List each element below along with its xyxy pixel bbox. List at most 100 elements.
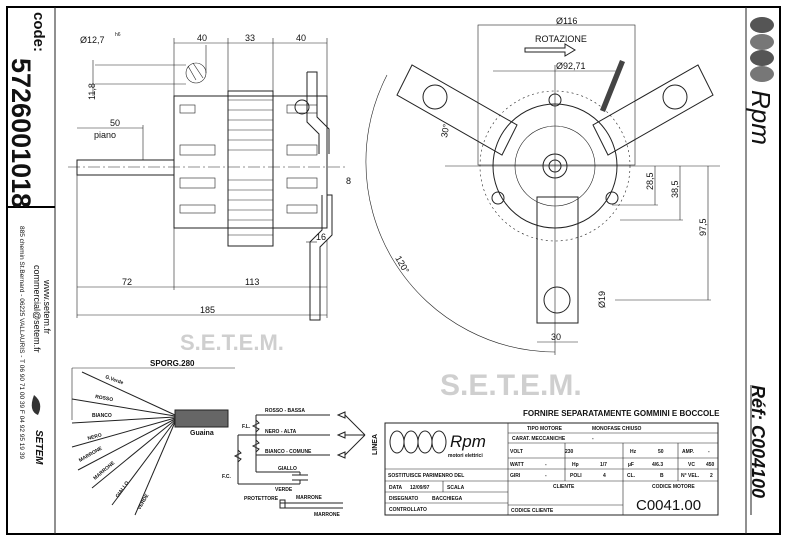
lead-length: SPORG.280	[150, 359, 195, 368]
schematic-prot2: MARRONE	[314, 512, 340, 518]
vc-label: VC	[688, 462, 695, 468]
hz-value: 50	[658, 449, 664, 455]
schematic-aux: F.C.	[222, 474, 232, 480]
code-value: 5726001018	[6, 58, 36, 208]
schematic-field: F.L.	[242, 424, 251, 430]
wiring-diagram: SPORG.280 Guaina G.Verde ROSSO BIANCO NE…	[71, 359, 379, 518]
email: commercial@setem.fr	[32, 265, 42, 353]
left-strip: code: 5726001018 www.setem.fr commercial…	[6, 12, 52, 465]
wire-label: NERO	[87, 432, 103, 442]
rpm-brand: Rpm	[746, 90, 776, 145]
replaces-label: SOSTITUISCE PARIMENRO DEL	[388, 473, 464, 479]
mount-bracket-top	[306, 71, 330, 154]
poles-value: 4	[603, 473, 606, 479]
schematic-protector: PROTETTORE	[244, 496, 279, 502]
schematic-common: BIANCO - COMUNE	[265, 449, 312, 455]
volt-label: VOLT	[510, 449, 523, 455]
rpm-value: -	[545, 473, 547, 479]
wire-label: MARRONE	[78, 445, 104, 463]
motor-body	[173, 95, 328, 229]
setem-brand: SETEM	[33, 430, 44, 465]
dim-body: 113	[245, 277, 259, 287]
dim-front: 40	[197, 33, 207, 43]
title-block: FORNIRE SEPARATAMENTE GOMMINI E BOCCOLE …	[384, 409, 720, 516]
watt-label: WATT	[510, 462, 524, 468]
dim-bracket: 16	[316, 232, 326, 242]
designed-label: DISEGNATO	[389, 496, 418, 502]
title-logo	[389, 430, 447, 454]
mech-label: CARAT. MECCANICHE	[512, 436, 566, 442]
stator-fins	[227, 90, 274, 247]
schematic-low: ROSSO - BASSA	[265, 408, 305, 414]
schematic-lines	[233, 411, 366, 509]
mech-value: -	[592, 436, 594, 442]
motor-code-value: C0041.00	[636, 497, 701, 514]
title-logo-sub: motori elettrici	[448, 453, 483, 459]
arm-left	[396, 64, 518, 156]
setem-logo: SETEM	[31, 395, 44, 465]
hp-value: 1/7	[600, 462, 607, 468]
title-logo-brand: Rpm	[450, 432, 486, 451]
website: www.setem.fr	[42, 279, 52, 334]
dim-shaft: 72	[122, 277, 132, 287]
arm-width: 30	[551, 332, 561, 342]
arm-right	[592, 64, 714, 156]
scale-label: SCALA	[447, 485, 465, 491]
dim-a: 28,5	[645, 172, 655, 190]
dim-rear: 40	[296, 33, 306, 43]
flat-depth: 11,8	[87, 83, 97, 100]
client-label: CLIENTE	[553, 484, 575, 490]
inner-diameter: Ø92,71	[556, 61, 586, 71]
dim-total: 185	[200, 305, 215, 315]
outer-diameter: Ø116	[556, 16, 577, 26]
side-view: Ø12,7 h6 11,8 50 piano 40 33 40 72 113 1…	[68, 32, 351, 321]
uf-value: 4/6.3	[652, 462, 663, 468]
schematic-high: NERO - ALTA	[265, 429, 297, 435]
checked-label: CONTROLLATO	[389, 507, 427, 513]
shaft	[76, 159, 175, 176]
shaft-tolerance: h6	[115, 32, 121, 38]
hp-label: Hp	[572, 462, 579, 468]
rotation-label: ROTAZIONE	[535, 34, 587, 44]
watt-value: -	[545, 462, 547, 468]
watermark: S.E.T.E.M.	[440, 369, 582, 402]
wire-label: G.Verde	[104, 374, 124, 386]
drawing-frame	[6, 6, 781, 535]
motor-type-value: MONOFASE CHIUSO	[592, 426, 642, 432]
arm-bottom	[536, 196, 579, 324]
wire-label: BIANCO	[92, 413, 112, 419]
dim-c: 97,5	[698, 218, 708, 236]
dim-mid: 33	[245, 33, 255, 43]
lead-cable	[600, 60, 625, 112]
hz-label: Hz	[630, 449, 637, 455]
rpm-coil-logo	[750, 17, 774, 82]
client-code-label: CODICE CLIENTE	[511, 508, 554, 514]
mount-bracket-bottom	[309, 194, 333, 321]
schematic-cap2: VERDE	[275, 487, 293, 493]
date-value: 12/09/97	[410, 485, 430, 491]
motor-code-label: CODICE MOTORE	[652, 484, 695, 490]
date-label: DATA	[389, 485, 403, 491]
watermark-2: S.E.T.E.M.	[180, 330, 284, 355]
wire-label: ROSSO	[95, 394, 114, 403]
class-label: CL.	[627, 473, 636, 479]
schematic-cap1: GIALLO	[278, 466, 297, 472]
dim-b: 38,5	[670, 180, 680, 198]
right-strip: Rpm Réf: C004100	[746, 17, 776, 515]
angle-arm: 30°	[439, 123, 451, 139]
rpm-label: GIRI	[510, 473, 521, 479]
wire-label: GIALLO	[115, 480, 131, 499]
sheath-label: Guaina	[190, 430, 214, 437]
grommet	[294, 99, 310, 115]
poles-label: POLI	[570, 473, 582, 479]
schematic-prot1: MARRONE	[296, 495, 322, 501]
designed-value: BACCHIEGA	[432, 496, 463, 502]
vc-value: 450	[706, 462, 715, 468]
front-view: Ø116 ROTAZIONE Ø92,71 30° 120° 28,5 38,5…	[365, 16, 720, 355]
volt-value: 230	[565, 449, 574, 455]
class-value: B	[660, 473, 664, 479]
address: 885 chemin St.Bernard - 06225 VALLAURIS …	[18, 226, 25, 459]
code-label: code:	[30, 12, 47, 52]
wire-label: VERDE	[137, 493, 151, 511]
